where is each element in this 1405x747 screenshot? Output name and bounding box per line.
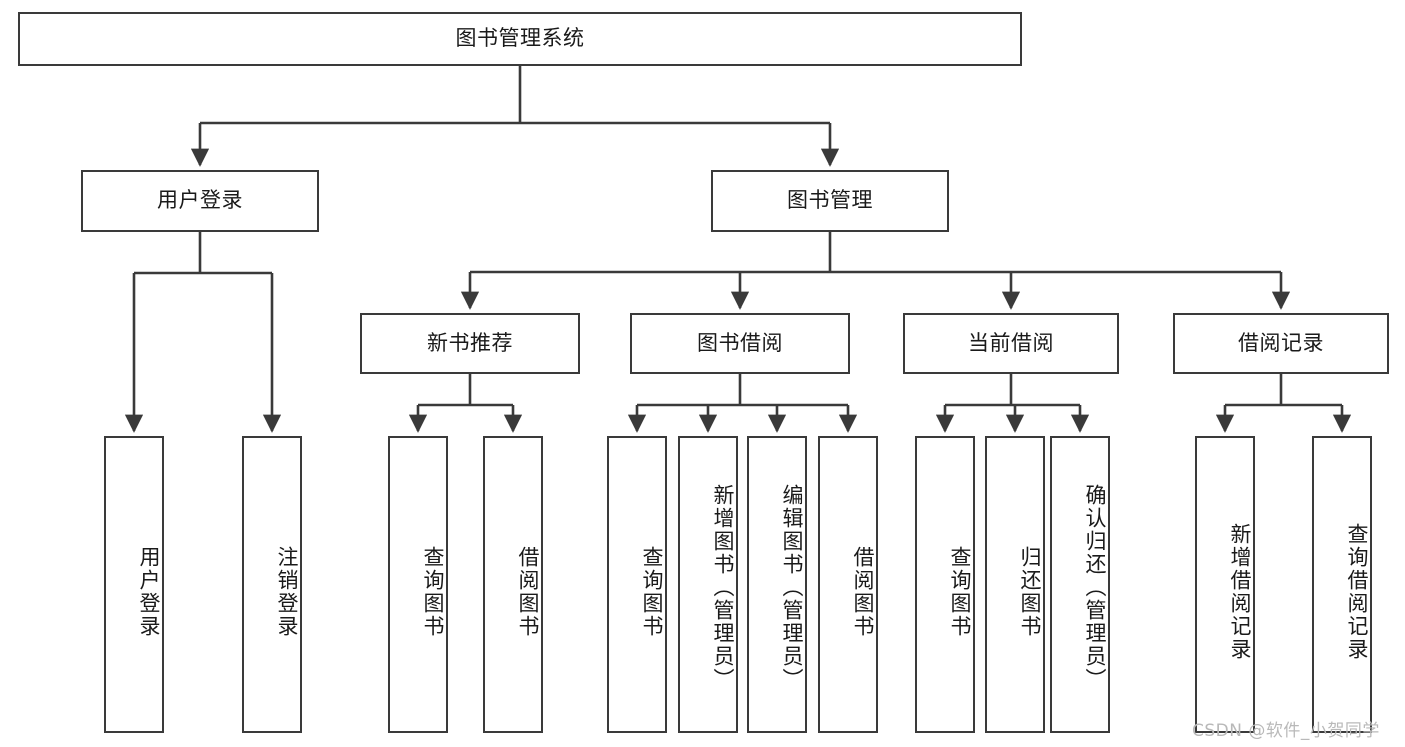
node-new-book-recommend[interactable]: 新书推荐 [360,313,580,374]
node-current-borrow[interactable]: 当前借阅 [903,313,1119,374]
leaf-edit-book-admin[interactable]: 编辑图书（管理员） [747,436,807,733]
leaf-borrow-book[interactable]: 借阅图书 [818,436,878,733]
csdn-watermark: CSDN @软件_小贺同学 [1192,721,1380,741]
node-book-borrow[interactable]: 图书借阅 [630,313,850,374]
node-user-login[interactable]: 用户登录 [81,170,319,232]
node-book-management[interactable]: 图书管理 [711,170,949,232]
leaf-borrow-book-new[interactable]: 借阅图书 [483,436,543,733]
leaf-add-borrow-record[interactable]: 新增借阅记录 [1195,436,1255,733]
leaf-query-book-new[interactable]: 查询图书 [388,436,448,733]
node-root[interactable]: 图书管理系统 [18,12,1022,66]
leaf-confirm-return-admin[interactable]: 确认归还（管理员） [1050,436,1110,733]
leaf-logout[interactable]: 注销登录 [242,436,302,733]
leaf-user-login[interactable]: 用户登录 [104,436,164,733]
leaf-add-book-admin[interactable]: 新增图书（管理员） [678,436,738,733]
leaf-query-book-borrow[interactable]: 查询图书 [607,436,667,733]
leaf-query-book-current[interactable]: 查询图书 [915,436,975,733]
node-borrow-records[interactable]: 借阅记录 [1173,313,1389,374]
leaf-query-borrow-record[interactable]: 查询借阅记录 [1312,436,1372,733]
leaf-return-book[interactable]: 归还图书 [985,436,1045,733]
